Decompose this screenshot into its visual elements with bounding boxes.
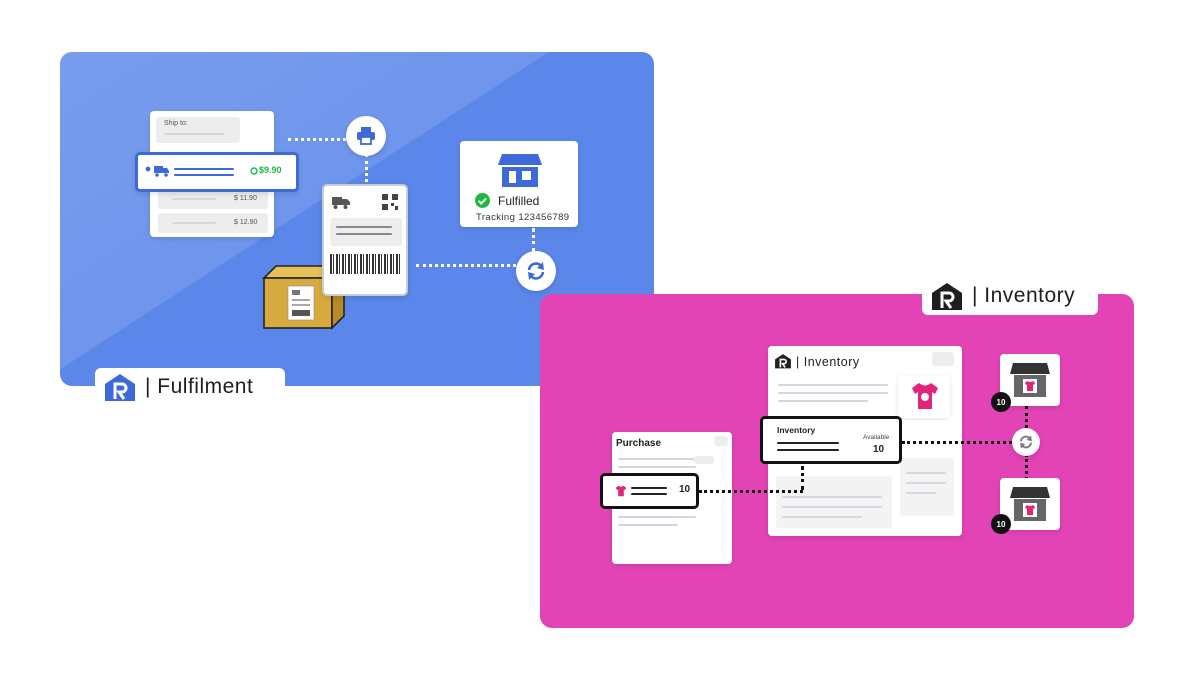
truck-icon (154, 166, 169, 177)
ship-to-label: Ship to: (164, 120, 188, 127)
fulfilled-label: Fulfilled (498, 194, 540, 208)
sync-icon (527, 262, 545, 280)
shop-icon (1010, 487, 1050, 521)
money-icon (250, 167, 258, 175)
sync-button[interactable] (516, 251, 556, 291)
inventory-row-label: Inventory (777, 425, 816, 435)
purchase-qty: 10 (679, 484, 691, 495)
sync-icon (1019, 435, 1033, 449)
available-value: 10 (873, 444, 885, 455)
inventory-tab-label: | Inventory (972, 284, 1076, 307)
purchase-title: Purchase (616, 438, 662, 449)
sync-button[interactable] (1012, 428, 1040, 456)
location-pin-icon (145, 166, 151, 172)
product-image (898, 376, 950, 418)
print-label-button[interactable] (346, 116, 386, 156)
brand-logo-icon (932, 283, 962, 310)
fulfilment-tab-label: | Fulfilment (145, 375, 254, 398)
store-stock-badge: 10 (991, 392, 1011, 412)
brand-logo-icon (105, 374, 135, 401)
fulfilment-panel: Ship to: $ 11.90 $ 12.90 $9.90 (60, 52, 654, 386)
fulfilled-status-card: Fulfilled Tracking 123456789 (460, 141, 578, 227)
inventory-window-title: | Inventory (796, 355, 860, 369)
truck-icon (332, 197, 350, 209)
purchase-item-row[interactable]: 10 (600, 473, 699, 509)
inventory-logo-tab: | Inventory (922, 277, 1098, 315)
inventory-stock-row[interactable]: Inventory Available 10 (760, 416, 902, 464)
fulfilment-logo-tab: | Fulfilment (95, 368, 285, 406)
available-label: Available (863, 434, 890, 441)
selected-rate-price: $9.90 (259, 165, 282, 175)
shop-icon (1010, 363, 1050, 397)
selected-shipping-rate[interactable]: $9.90 (135, 152, 299, 192)
tshirt-icon (615, 485, 627, 497)
printer-icon (357, 127, 375, 145)
tshirt-icon (912, 383, 938, 409)
qr-code-icon (382, 194, 398, 210)
store-icon (498, 154, 542, 187)
check-circle-icon (475, 193, 490, 208)
store-stock-badge: 10 (991, 514, 1011, 534)
shipping-rate-price: $ 12.90 (234, 219, 258, 226)
shipping-label-card (322, 184, 408, 296)
inventory-panel: | Inventory Purchase Inventory (540, 294, 1134, 628)
barcode-icon (330, 254, 402, 274)
tracking-number: Tracking 123456789 (476, 212, 570, 223)
brand-logo-icon (775, 354, 791, 369)
shipping-rate-price: $ 11.90 (234, 195, 257, 202)
